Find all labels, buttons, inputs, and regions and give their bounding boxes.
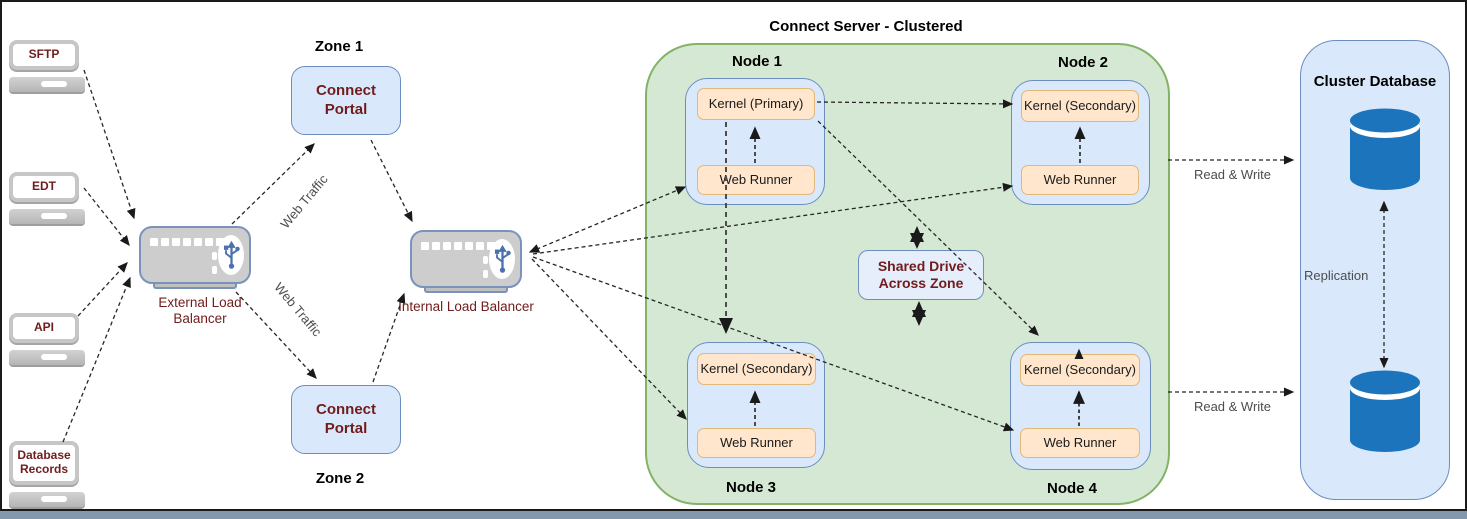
source-edt: EDT: [9, 172, 87, 224]
database-cylinder-icon: [1350, 370, 1420, 452]
laptop-icon: API: [9, 313, 79, 343]
laptop-trackpad: [40, 81, 67, 87]
source-api: API: [9, 313, 87, 365]
lb-led: [483, 256, 488, 264]
source-database-records: Database Records: [9, 441, 87, 507]
node-1-web-runner: Web Runner: [697, 165, 815, 195]
connect-portal-zone1: Connect Portal: [291, 66, 401, 135]
zone-2-label: Zone 2: [315, 470, 365, 487]
internal-lb-label: Internal Load Balancer: [398, 299, 534, 314]
laptop-base: [9, 209, 85, 224]
laptop-base: [9, 350, 85, 365]
laptop-icon: EDT: [9, 172, 79, 202]
node-4-web-runner: Web Runner: [1020, 428, 1140, 458]
load-balancer-icon: [410, 230, 522, 288]
external-load-balancer: [139, 226, 251, 289]
cluster-title: Connect Server - Clustered: [769, 18, 963, 35]
laptop-icon: Database Records: [9, 441, 79, 485]
node-1-label: Node 1: [731, 53, 782, 70]
node-1-kernel: Kernel (Primary): [697, 88, 815, 120]
portal-label: Connect Portal: [316, 81, 376, 118]
lb-led: [483, 270, 488, 278]
connect-portal-zone2: Connect Portal: [291, 385, 401, 454]
source-label: SFTP: [28, 47, 60, 62]
cluster-database-title: Cluster Database: [1313, 73, 1437, 90]
window-bottom-strip: [0, 511, 1467, 519]
node-3-web-runner: Web Runner: [697, 428, 816, 458]
node-2-web-runner: Web Runner: [1021, 165, 1139, 195]
laptop-trackpad: [40, 496, 67, 502]
node-4-label: Node 4: [1046, 480, 1097, 497]
portal-label: Connect Portal: [316, 400, 376, 437]
node-2-label: Node 2: [1057, 54, 1108, 71]
node-2-kernel: Kernel (Secondary): [1021, 90, 1139, 122]
source-sftp: SFTP: [9, 40, 87, 92]
usb-trident-icon: [489, 239, 515, 279]
shared-drive-box: Shared Drive Across Zone: [858, 250, 984, 300]
lb-led: [212, 266, 217, 274]
database-cylinder-icon: [1350, 108, 1420, 190]
source-label: Database Records: [17, 448, 71, 476]
laptop-base: [9, 77, 85, 92]
replication-label: Replication: [1304, 268, 1369, 283]
usb-trident-icon: [218, 235, 244, 275]
lb-led: [212, 252, 217, 260]
laptop-trackpad: [40, 213, 67, 219]
node-3-kernel: Kernel (Secondary): [697, 353, 816, 385]
lb-stand: [153, 282, 237, 289]
lb-stand: [424, 286, 508, 293]
load-balancer-icon: [139, 226, 251, 284]
external-lb-label: External Load Balancer: [158, 295, 242, 327]
zone-1-label: Zone 1: [314, 38, 364, 55]
laptop-base: [9, 492, 85, 507]
internal-load-balancer: [410, 230, 522, 293]
read-write-label-bottom: Read & Write: [1193, 399, 1272, 414]
read-write-label-top: Read & Write: [1193, 167, 1272, 182]
shared-drive-label: Shared Drive Across Zone: [877, 258, 965, 291]
laptop-trackpad: [40, 354, 67, 360]
source-label: EDT: [32, 179, 56, 194]
node-4-kernel: Kernel (Secondary): [1020, 354, 1140, 386]
source-label: API: [33, 320, 54, 335]
node-3-label: Node 3: [725, 479, 776, 496]
laptop-icon: SFTP: [9, 40, 79, 70]
